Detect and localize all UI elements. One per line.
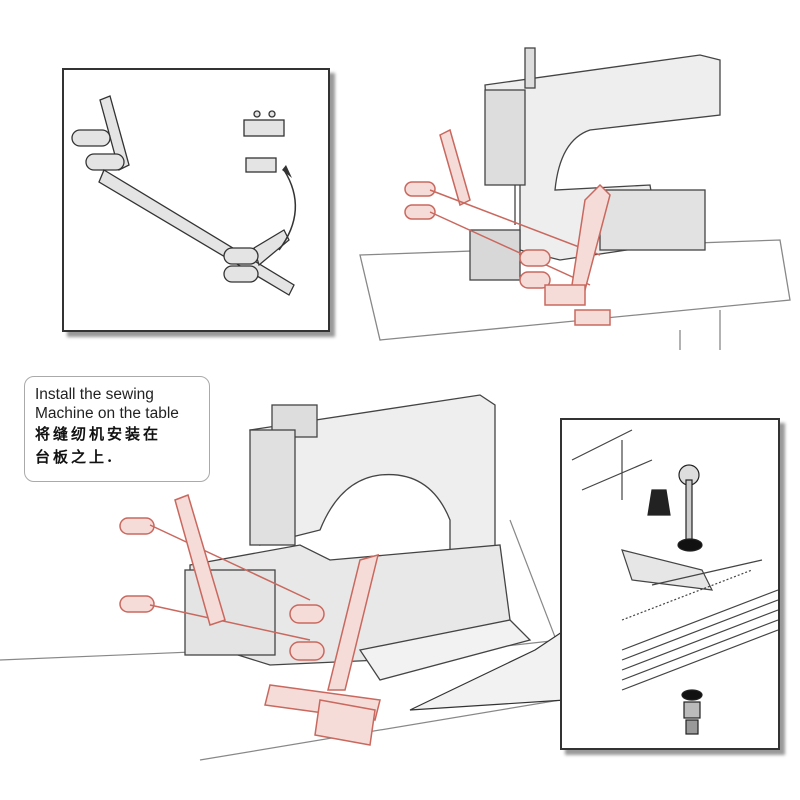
attachment-bottom (119, 494, 381, 746)
instruction-line-2: Machine on the table (35, 405, 179, 422)
mounting-hardware-drawing (571, 429, 778, 735)
detail-panel-mounting (560, 418, 780, 750)
instruction-line-3-chinese: 将缝纫机安装在 (35, 425, 162, 443)
instruction-line-4-chinese: 台板之上. (35, 448, 116, 466)
instruction-line-1: Install the sewing (35, 386, 154, 403)
attachment-top (404, 128, 611, 326)
detail-panel-attachment (62, 68, 330, 332)
instruction-callout: Install the sewing Machine on the table … (24, 376, 210, 482)
attachment-parts-drawing (71, 95, 296, 296)
